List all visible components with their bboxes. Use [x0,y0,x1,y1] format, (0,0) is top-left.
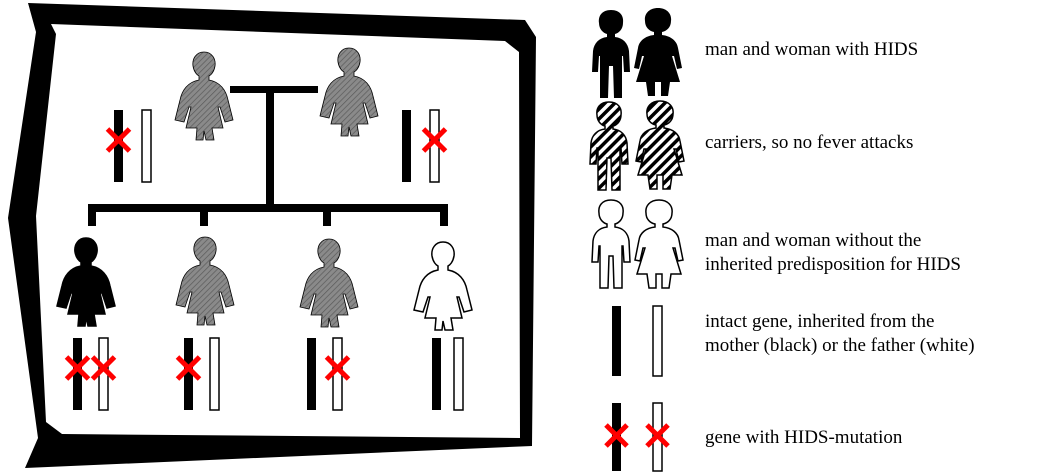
woman-affected-icon [634,8,682,96]
woman-unaffected-icon [635,200,683,288]
man-carrier-icon [590,102,628,190]
legend-gene-symbols [612,306,662,376]
legend-mutation-label: gene with HIDS-mutation [705,426,902,450]
paternal-gene-icon [653,306,662,376]
legend-gene-label-line1: intact gene, inherited from the [705,310,935,334]
legend-carriers-label: carriers, so no fever attacks [705,131,913,155]
parent-2-maternal-gene [402,110,411,182]
maternal-gene-icon [612,306,621,376]
child-4-maternal-gene [432,338,441,410]
child-2-paternal-gene [210,338,219,410]
child-3-maternal-gene [307,338,316,410]
legend-unaffected-label-line2: inherited predisposition for HIDS [705,253,961,277]
woman-carrier-icon [636,101,684,189]
legend-mutation-symbols [606,403,668,471]
parent-1-paternal-gene [142,110,151,182]
legend-gene-label-line2: mother (black) or the father (white) [705,334,975,358]
legend-affected-symbols [592,8,682,98]
legend-unaffected-symbols [592,200,683,288]
legend-carrier-symbols [590,101,684,190]
legend-unaffected-label-line1: man and woman without the [705,229,921,253]
man-affected-icon [592,10,630,98]
legend-affected-label: man and woman with HIDS [705,38,918,62]
child-4-paternal-gene [454,338,463,410]
man-unaffected-icon [592,200,630,288]
